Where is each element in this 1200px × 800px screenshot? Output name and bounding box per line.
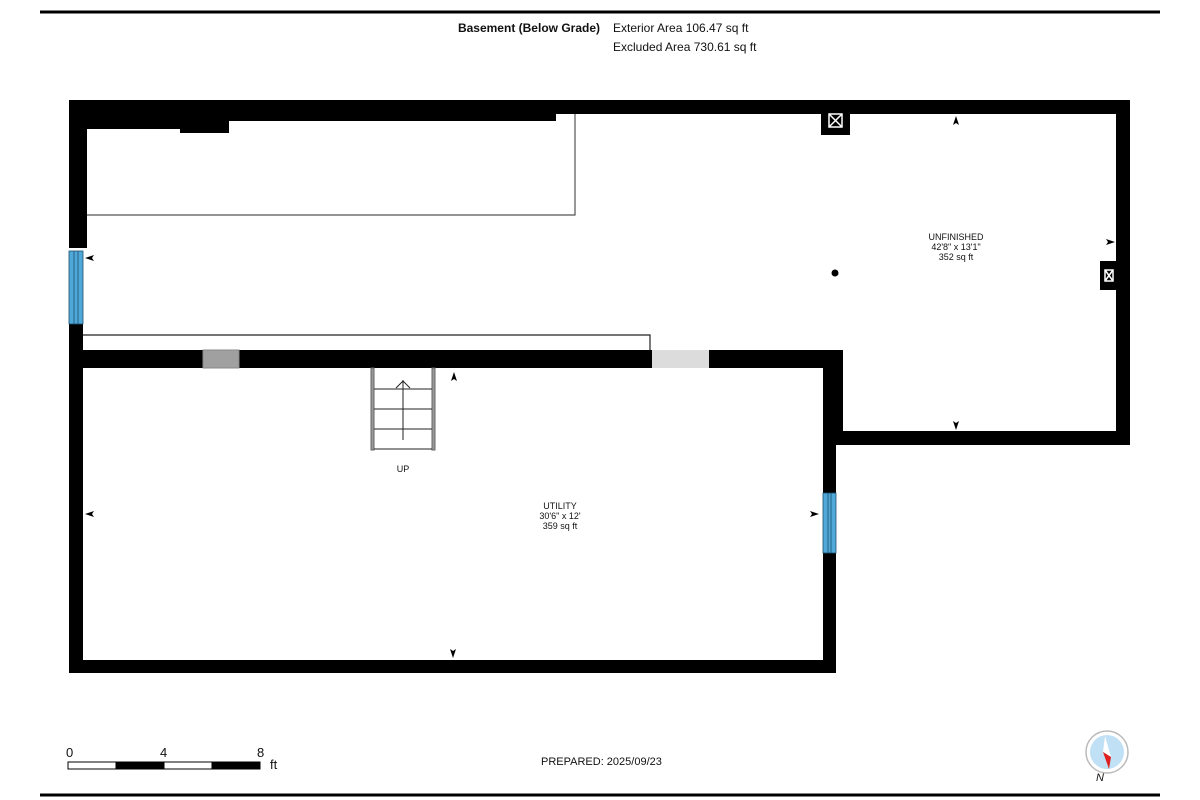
wall-unfinished-bottom bbox=[823, 431, 1130, 445]
stairs-icon bbox=[370, 367, 436, 451]
room-dimensions: 30'6" x 12' bbox=[539, 511, 581, 521]
floor-name: Basement (Below Grade) bbox=[457, 21, 600, 35]
wall-left-upper bbox=[69, 100, 87, 248]
opening bbox=[652, 350, 709, 368]
wall-utility-right bbox=[823, 445, 836, 673]
dimension-arrow-icon bbox=[85, 116, 1115, 658]
wall-top-left-thick bbox=[69, 100, 180, 129]
scale-bar bbox=[67, 761, 261, 770]
window bbox=[68, 250, 837, 554]
scale-tick: 8 bbox=[257, 745, 265, 760]
ledge-line bbox=[83, 334, 651, 350]
wall-bottom bbox=[69, 660, 836, 673]
prepared-date: PREPARED: 2025/09/23 bbox=[541, 756, 662, 768]
walls bbox=[69, 100, 1130, 673]
wall-jog bbox=[823, 350, 843, 445]
room-name: UTILITY bbox=[543, 501, 577, 511]
room-name: UNFINISHED bbox=[928, 232, 984, 242]
room-label-unfinished: UNFINISHED 42'8" x 13'1" 352 sq ft bbox=[906, 232, 1006, 262]
wall-top-step bbox=[229, 100, 556, 121]
room-dimensions: 42'8" x 13'1" bbox=[931, 242, 981, 252]
wall-middle bbox=[82, 350, 843, 368]
scale-tick: 4 bbox=[160, 745, 168, 760]
excluded-area: Excluded Area 730.61 sq ft bbox=[613, 40, 757, 54]
bulkhead-outline bbox=[87, 114, 576, 216]
doorway bbox=[202, 349, 240, 369]
column-x-icon bbox=[828, 113, 1114, 282]
wall-left-lower bbox=[69, 324, 83, 673]
compass-north-label: N bbox=[1096, 772, 1104, 784]
post-dot bbox=[831, 269, 839, 277]
wall-right bbox=[1116, 100, 1130, 445]
room-label-utility: UTILITY 30'6" x 12' 359 sq ft bbox=[510, 501, 610, 531]
room-area: 352 sq ft bbox=[938, 252, 974, 262]
room-area: 359 sq ft bbox=[542, 521, 578, 531]
exterior-area: Exterior Area 106.47 sq ft bbox=[613, 21, 749, 35]
wall-top-notch bbox=[180, 100, 229, 133]
compass-icon bbox=[1085, 730, 1129, 774]
stairs-label: UP bbox=[396, 464, 410, 474]
scale-unit: ft bbox=[270, 757, 278, 772]
scale-tick: 0 bbox=[66, 745, 74, 760]
